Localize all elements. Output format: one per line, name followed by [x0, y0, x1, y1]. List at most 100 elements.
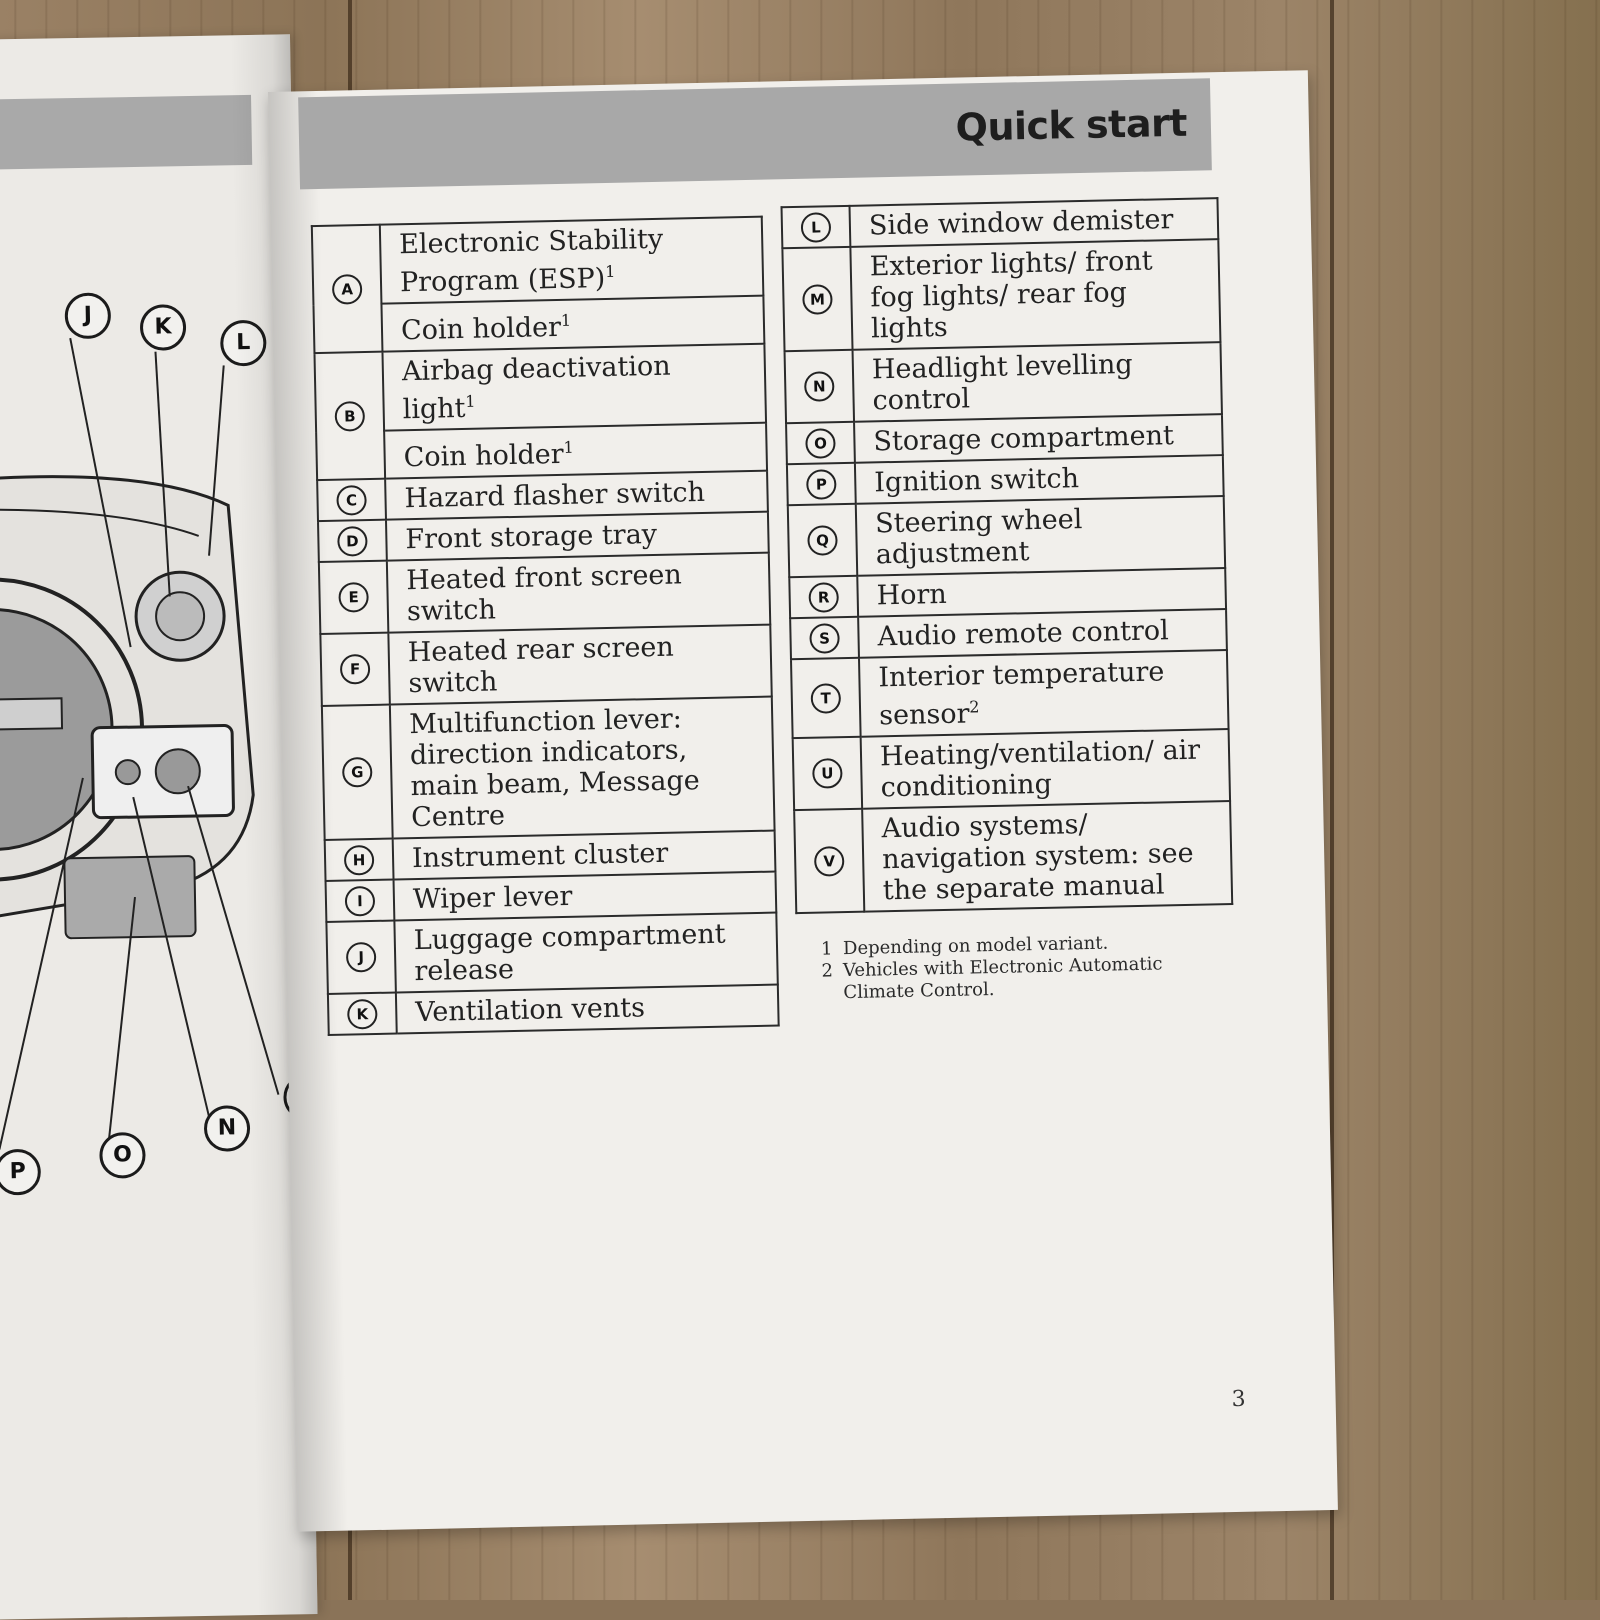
legend-text: Airbag deactivation light — [401, 350, 671, 426]
legend-text: Ignition switch — [873, 463, 1080, 499]
legend-letter-cell: D — [317, 519, 387, 563]
legend-letter-cell: H — [324, 838, 394, 881]
legend-text: Audio systems/ navigation system: see th… — [881, 809, 1194, 907]
legend-text: Steering wheel adjustment — [874, 504, 1083, 571]
legend-letter-k: K — [347, 998, 378, 1030]
legend-letter-cell: A — [311, 224, 383, 354]
legend-text: Ventilation vents — [414, 992, 646, 1029]
legend-letter-s: S — [809, 622, 840, 654]
legend-description: Heating/ventilation/ air conditioning — [860, 729, 1231, 809]
page-title: Quick start — [955, 100, 1188, 150]
legend-description: Luggage compartment release — [394, 912, 778, 993]
legend-text: Wiper lever — [412, 880, 573, 916]
legend-letter-cell: O — [786, 421, 855, 465]
legend-letter-cell: K — [327, 992, 397, 1035]
legend-letter-i: I — [344, 885, 376, 917]
legend-text: Luggage compartment release — [413, 918, 726, 988]
legend-letter-b: B — [334, 400, 366, 432]
legend-description: Ventilation vents — [395, 984, 779, 1034]
legend-letter-cell: I — [325, 879, 395, 922]
legend-letter-n: N — [803, 371, 835, 402]
legend-letter-cell: F — [320, 632, 390, 707]
legend-description: Heated rear screen switch — [388, 624, 772, 705]
legend-letter-l: L — [800, 211, 832, 243]
legend-row: J Luggage compartment release — [326, 912, 778, 994]
legend-letter-j: J — [345, 941, 377, 973]
legend-description: Electronic Stability Program (ESP)1 — [379, 216, 764, 304]
legend-text: Heated rear screen switch — [407, 631, 675, 700]
legend-letter-cell: B — [314, 351, 386, 481]
legend-text: Heated front screen switch — [405, 559, 683, 628]
legend-letter-cell: L — [781, 205, 851, 249]
legend-text: Exterior lights/ front fog lights/ rear … — [869, 245, 1153, 345]
legend-letter-c: C — [336, 484, 367, 516]
legend-description: Interior temperature sensor2 — [858, 650, 1229, 737]
legend-letter-f: F — [339, 653, 371, 685]
legend-row: E Heated front screen switch — [318, 552, 771, 635]
legend-letter-a: A — [331, 273, 363, 305]
legend-row: M Exterior lights/ front fog lights/ rear… — [782, 239, 1221, 352]
legend-letter-e: E — [338, 582, 369, 613]
legend-letter-cell: V — [794, 808, 865, 914]
plank-gap — [1330, 0, 1334, 1600]
legend-row: V Audio systems/ navigation system: see t… — [794, 801, 1233, 914]
legend-letter-cell: R — [789, 575, 859, 619]
legend-letter-v: V — [813, 845, 845, 877]
page-number: 3 — [1231, 1386, 1246, 1413]
legend-description: Heated front screen switch — [386, 552, 771, 633]
legend-text: Interior temperature sensor — [878, 656, 1165, 732]
legend-letter-p: P — [806, 468, 837, 500]
footnote-marker: 1 — [465, 391, 476, 411]
right-page: Quick start A Electronic Stability Progra… — [268, 70, 1338, 1532]
dashboard-diagram — [0, 337, 280, 1150]
legend-description: Steering wheel adjustment — [855, 496, 1226, 576]
left-page: J K L M N O P — [0, 34, 318, 1620]
legend-text: Electronic Stability Program (ESP) — [398, 223, 664, 299]
legend-letter-r: R — [808, 581, 840, 613]
legend-letter-cell: P — [786, 462, 856, 506]
legend-letter-t: T — [810, 682, 842, 714]
legend-text: Hazard flasher switch — [404, 476, 706, 515]
legend-text: Coin holder — [400, 311, 562, 347]
legend-text: Coin holder — [403, 438, 564, 474]
legend-letter-o: O — [805, 427, 836, 459]
legend-letter-cell: C — [317, 478, 386, 522]
legend-letter-cell: M — [782, 246, 853, 352]
footnote-marker: 1 — [563, 437, 574, 457]
footnote-number: 1 — [820, 938, 833, 960]
legend-letter-cell: J — [326, 920, 396, 994]
legend-description: Airbag deactivation light1 — [382, 343, 767, 431]
legend-letter-d: D — [337, 525, 368, 557]
legend-letter-cell: S — [790, 616, 859, 660]
legend-letter-cell: N — [784, 349, 855, 424]
legend-letter-cell: E — [318, 560, 389, 635]
legend-row: N Headlight levelling control — [784, 342, 1222, 424]
footnote-marker: 1 — [604, 261, 616, 281]
legend-description: Headlight levelling control — [852, 342, 1222, 422]
legend-letter-cell: T — [790, 657, 861, 739]
legend-letter-m: M — [802, 283, 833, 315]
legend-description: Coin holder1 — [381, 295, 765, 352]
legend-letter-u: U — [812, 758, 843, 789]
footnote-marker: 2 — [969, 697, 980, 717]
legend-text: Front storage tray — [405, 518, 658, 556]
legend-row: F Heated rear screen switch — [320, 624, 772, 707]
legend-description: Coin holder1 — [384, 422, 768, 479]
legend-letter-cell: Q — [787, 503, 858, 578]
legend-letter-cell: G — [321, 704, 393, 840]
legend-row: K Ventilation vents — [327, 984, 779, 1035]
legend-description: Exterior lights/ front fog lights/ rear … — [850, 239, 1221, 350]
legend-text: Heating/ventilation/ air conditioning — [879, 734, 1201, 804]
legend-text: Headlight levelling control — [871, 348, 1133, 417]
legend-row: T Interior temperature sensor2 — [790, 650, 1229, 739]
footnote-text: Vehicles with Electronic Automatic Clima… — [842, 953, 1163, 1004]
header-bar: Quick start — [298, 78, 1212, 190]
legend-description: Audio systems/ navigation system: see th… — [862, 801, 1233, 912]
footnote-marker: 1 — [560, 310, 572, 330]
